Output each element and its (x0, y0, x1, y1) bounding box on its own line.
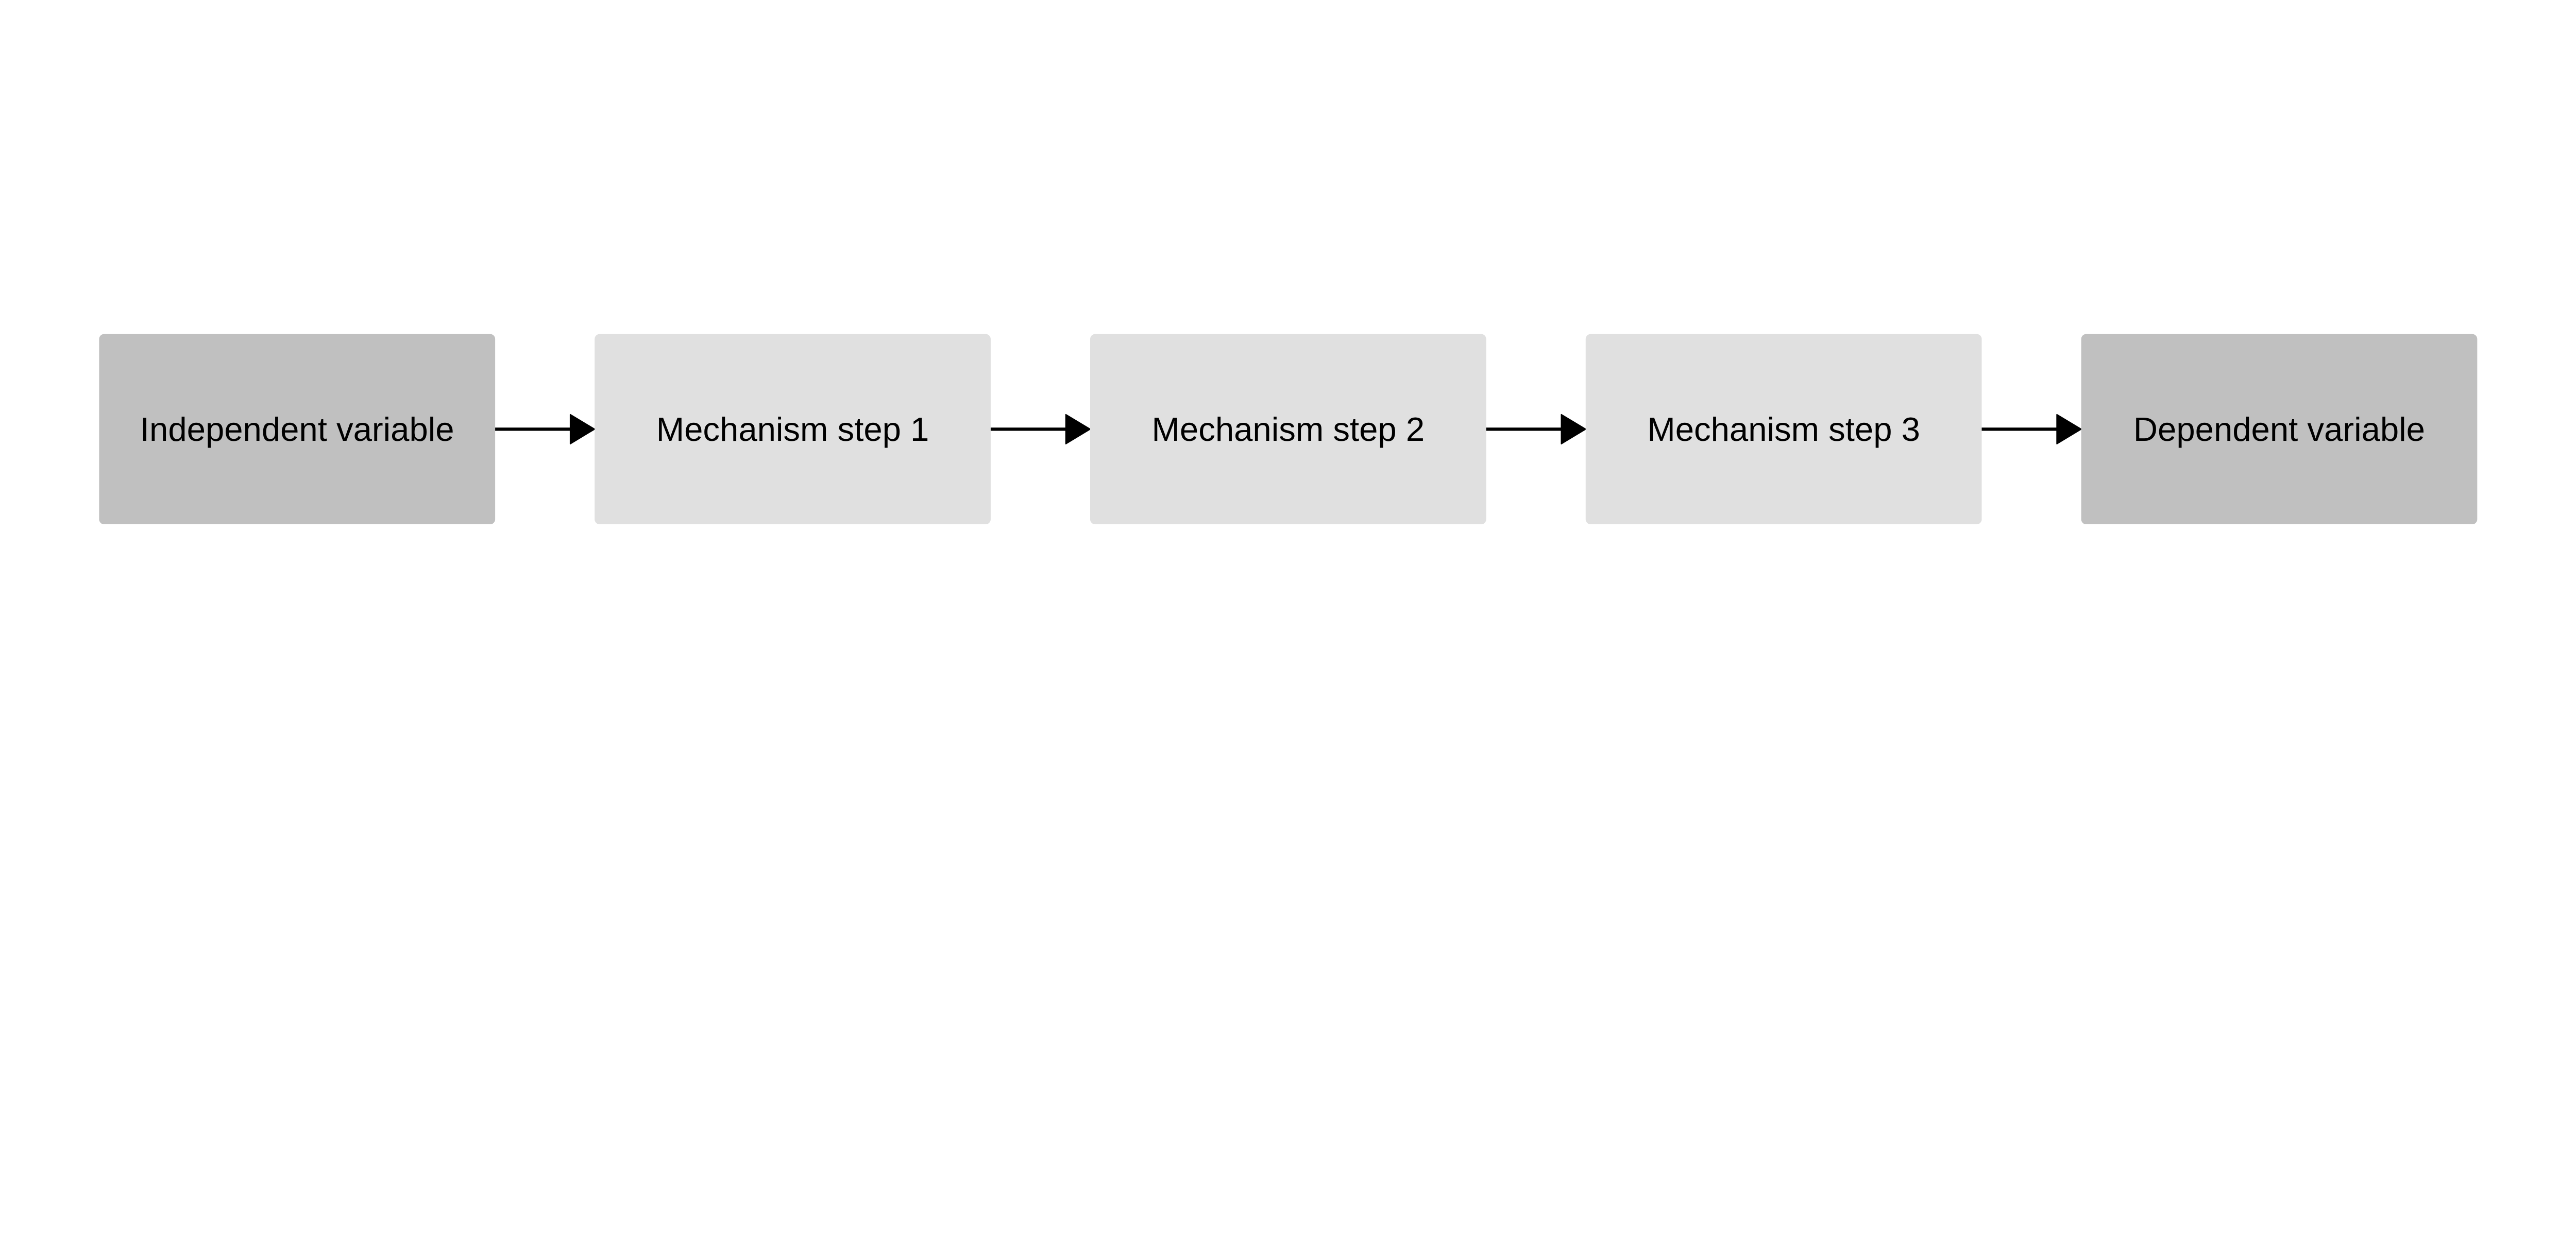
arrow-4-to-5 (1980, 414, 2082, 444)
node-box (99, 334, 496, 525)
node-label: Mechanism step 1 (656, 410, 929, 448)
flow-diagram: Independent variable Mechanism step 1 Mech… (99, 334, 2478, 525)
node-2: Mechanism step 1 (595, 334, 991, 525)
node-box (1585, 334, 1982, 525)
arrowhead-icon (569, 414, 596, 444)
node-label: Mechanism step 2 (1152, 410, 1425, 448)
node-label: Mechanism step 3 (1647, 410, 1920, 448)
arrowhead-icon (1065, 414, 1091, 444)
node-label: Dependent variable (2133, 410, 2425, 448)
node-3: Mechanism step 2 (1090, 334, 1486, 525)
arrowhead-icon (2056, 414, 2082, 444)
arrow-3-to-4 (1484, 414, 1586, 444)
node-4: Mechanism step 3 (1585, 334, 1982, 525)
node-1: Independent variable (99, 334, 496, 525)
arrow-2-to-3 (989, 414, 1091, 444)
arrow-1-to-2 (493, 414, 596, 444)
node-label: Independent variable (140, 410, 454, 448)
node-5: Dependent variable (2081, 334, 2478, 525)
arrowhead-icon (1561, 414, 1586, 444)
node-box (2081, 334, 2478, 525)
node-box (1090, 334, 1486, 525)
node-box (595, 334, 991, 525)
